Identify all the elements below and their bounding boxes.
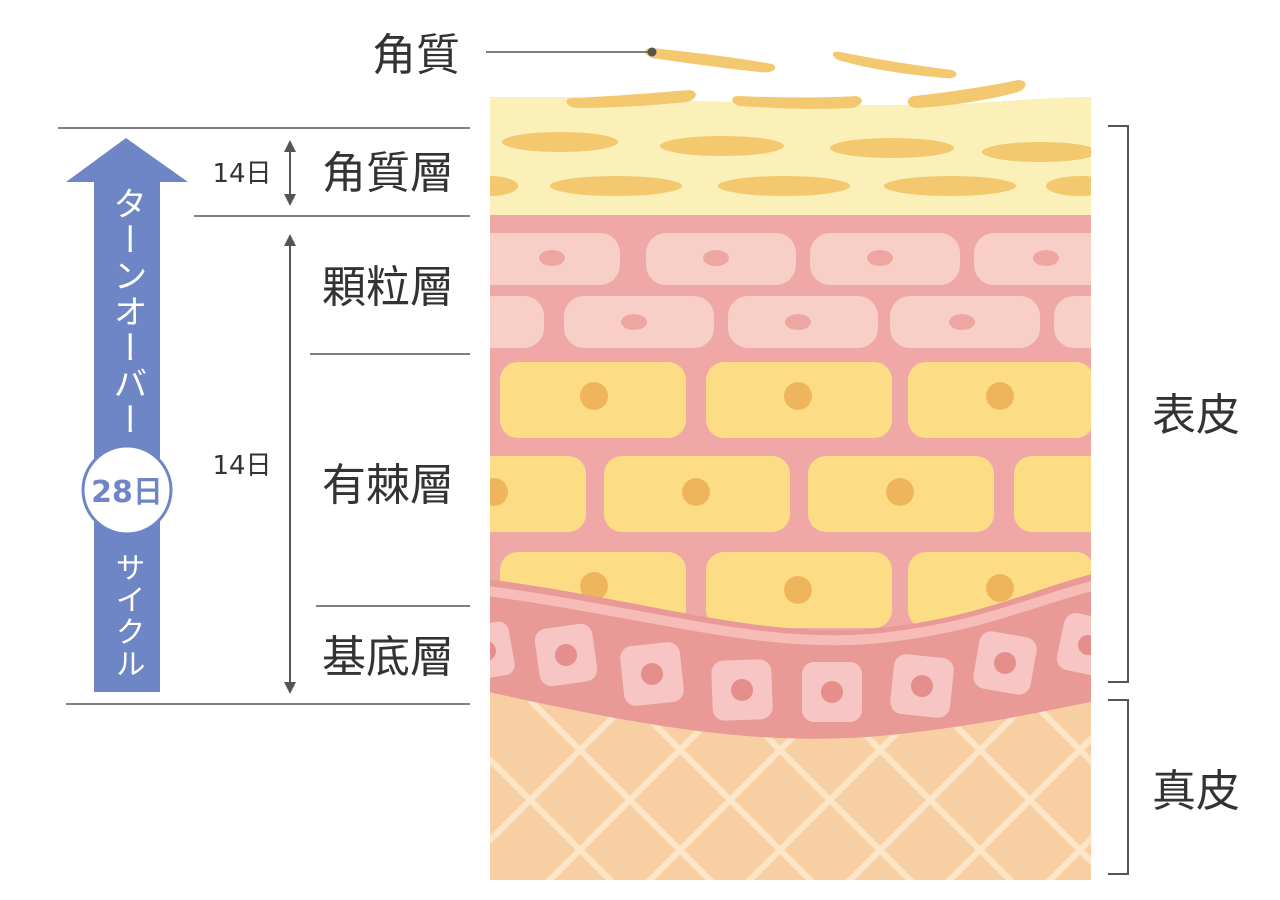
horny-flakes-pointer-dot	[647, 47, 657, 57]
stratum-corneum-label: 角質層	[322, 148, 454, 199]
skin-cross-section	[490, 97, 1091, 880]
turnover-cycle-label: サイクル	[110, 552, 145, 680]
epidermis-label: 表皮	[1152, 390, 1240, 441]
turnover-arrow: ターンオーバー 28日 サイクル	[66, 138, 188, 692]
stratum-spinosum-label: 有棘層	[322, 460, 454, 511]
corneum-duration-label: 14日	[212, 159, 271, 189]
corneum-flakes	[490, 132, 1091, 196]
horny-flakes-label: 角質	[372, 30, 460, 81]
turnover-days-badge	[81, 444, 173, 536]
granular-cells	[490, 233, 1091, 348]
turnover-title: ターンオーバー	[107, 186, 147, 438]
dermis-mesh	[490, 697, 1091, 880]
stratum-granulosum-label: 顆粒層	[322, 262, 454, 313]
dermis-label: 真皮	[1152, 766, 1240, 817]
turnover-days-label: 28日	[91, 475, 163, 510]
stratum-basale-label: 基底層	[322, 632, 454, 683]
epidermis-bracket	[1108, 125, 1129, 683]
dermis-bracket	[1108, 699, 1129, 875]
lower-layers-duration-label: 14日	[212, 451, 271, 481]
shedding-flakes	[566, 48, 1026, 109]
